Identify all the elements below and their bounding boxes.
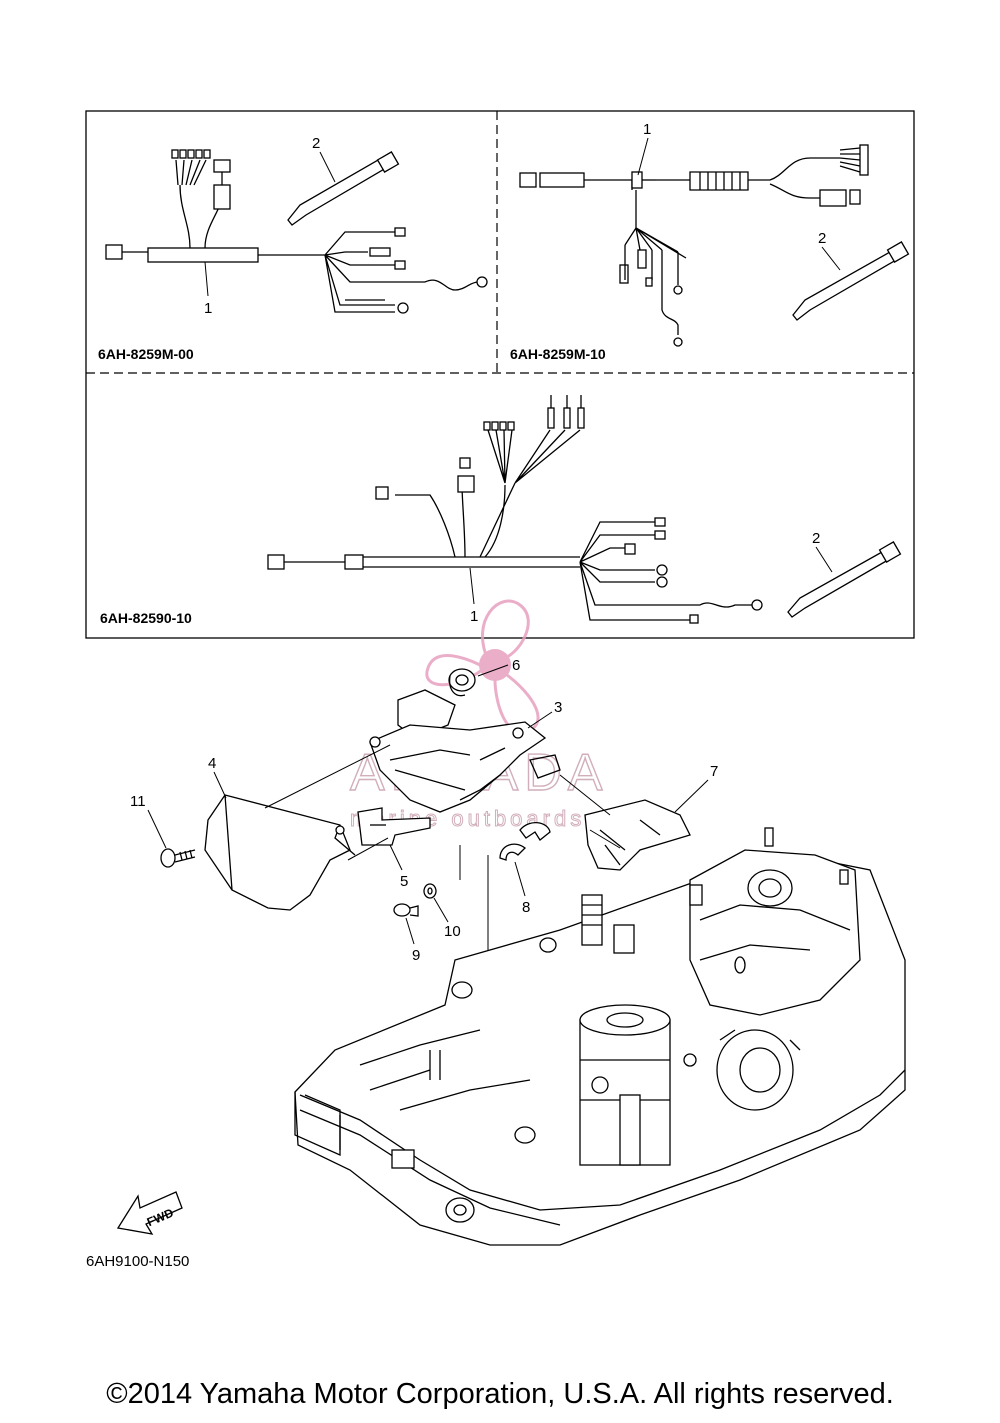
callout-10: 10 <box>444 923 461 940</box>
callout-bottom-1: 1 <box>470 608 478 625</box>
fwd-arrow-icon: FWD <box>116 1191 183 1235</box>
cable-tie-bottom <box>787 541 902 618</box>
engine-block <box>294 827 906 1246</box>
callout-11: 11 <box>130 793 146 810</box>
part-5-plate <box>357 807 431 846</box>
part-6-grommet <box>448 668 476 697</box>
callout-7: 7 <box>710 763 718 780</box>
inset-code-tr: 6AH-8259M-10 <box>510 346 606 362</box>
part-7-holder <box>584 799 691 871</box>
wire-harness-tr <box>519 144 869 347</box>
callout-4: 4 <box>208 755 216 772</box>
part-11-screw <box>160 848 196 868</box>
callout-tl-1: 1 <box>204 300 212 317</box>
inset-code-bottom: 6AH-82590-10 <box>100 610 192 626</box>
callout-8: 8 <box>522 899 530 916</box>
part-9-bolt <box>393 903 419 917</box>
callout-tr-1: 1 <box>643 121 651 138</box>
part-10-washer <box>423 883 437 899</box>
callout-tr-2: 2 <box>818 230 826 247</box>
callout-3: 3 <box>554 699 562 716</box>
cable-tie-tr <box>792 241 910 321</box>
callout-5: 5 <box>400 873 408 890</box>
inset-frame <box>85 110 915 639</box>
inset-code-tl: 6AH-8259M-00 <box>98 346 194 362</box>
part-4-cover <box>204 794 356 911</box>
diagram-code: 6AH9100-N150 <box>86 1253 189 1270</box>
watermark-logo: ARMADA marine outboards <box>349 599 603 832</box>
callout-tl-2: 2 <box>312 135 320 152</box>
copyright-notice: ©2014 Yamaha Motor Corporation, U.S.A. A… <box>106 1378 894 1410</box>
callout-9: 9 <box>412 947 420 964</box>
callout-bottom-2: 2 <box>812 530 820 547</box>
part-8-clamp <box>499 822 551 861</box>
callout-6: 6 <box>512 657 520 674</box>
wire-harness-tl <box>105 149 488 314</box>
wire-harness-bottom <box>267 395 763 624</box>
cable-tie-tl <box>287 151 400 226</box>
part-3-bracket <box>369 689 561 813</box>
